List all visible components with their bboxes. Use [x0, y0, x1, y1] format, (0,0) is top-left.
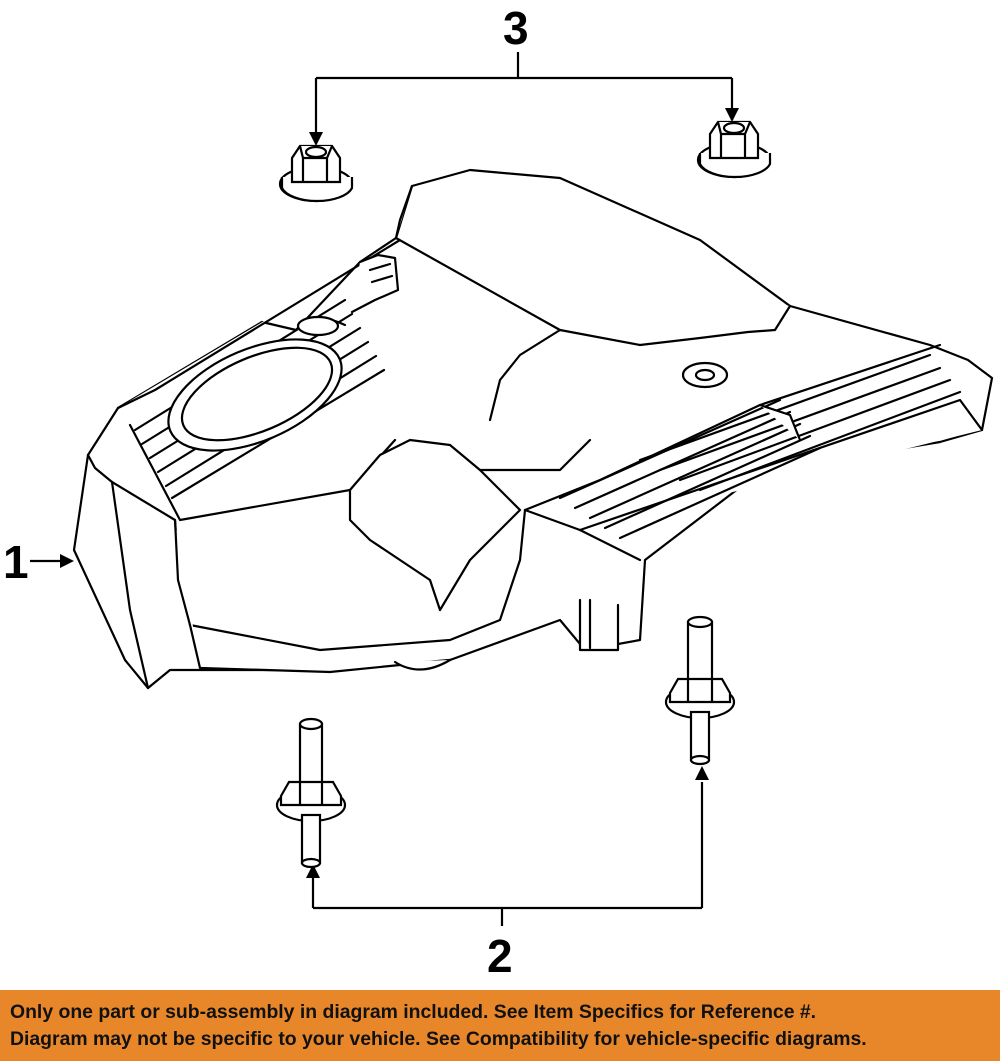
callout-3-arrow-right [725, 108, 739, 122]
callout-3-arrow-left [309, 132, 323, 146]
callout-2-group: 2 [275, 615, 736, 982]
disclaimer-banner: Only one part or sub-assembly in diagram… [0, 990, 1000, 1061]
callout-1-label: 1 [3, 536, 29, 588]
callout-1-arrow [60, 554, 74, 568]
grommet-nut-icon[interactable] [696, 120, 772, 179]
parts-diagram: 3 1 [3, 2, 994, 982]
callout-2-label: 2 [487, 930, 513, 982]
callout-2-arrow-right [695, 766, 709, 780]
callout-1-group: 1 [3, 536, 74, 588]
callout-2-arrow-left [306, 864, 320, 878]
disclaimer-line-1: Only one part or sub-assembly in diagram… [10, 1001, 817, 1023]
stud-bolt-icon[interactable] [664, 615, 736, 766]
callout-3-leader-line [314, 52, 734, 142]
engine-cover-icon[interactable] [72, 168, 994, 690]
callout-2-leader-line [311, 782, 704, 926]
callout-3-label: 3 [503, 2, 529, 54]
disclaimer-line-2: Diagram may not be specific to your vehi… [10, 1028, 867, 1050]
grommet-nut-icon[interactable] [278, 144, 354, 203]
stud-bolt-icon[interactable] [275, 717, 347, 869]
callout-3-group: 3 [278, 2, 772, 203]
